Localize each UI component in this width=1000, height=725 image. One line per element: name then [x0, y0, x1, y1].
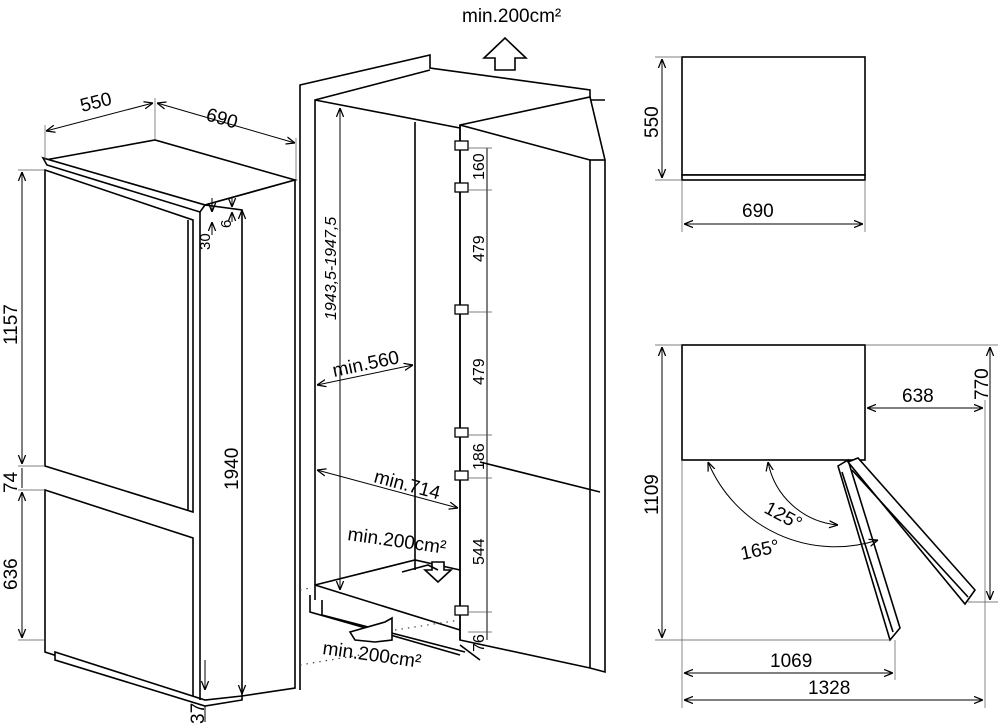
dim-depth: 690 — [204, 105, 240, 134]
dim-top-30: 30 — [197, 233, 214, 250]
top-view: 550 690 — [642, 56, 866, 232]
plan-width-1069: 1069 — [770, 651, 812, 672]
door-open-165 — [846, 457, 977, 606]
dim-min-depth: min.714 — [372, 467, 443, 505]
plan-view: 125° 165° 1109 770 638 1069 1328 — [642, 344, 998, 708]
plan-offset: 638 — [902, 386, 934, 407]
top-view-width: 690 — [742, 201, 774, 222]
dim-top-6: 6 — [218, 220, 235, 228]
hinge-dim-2: 479 — [471, 235, 488, 262]
dim-min-width: min.560 — [331, 347, 401, 382]
plinth — [54, 650, 243, 707]
dim-gap: 74 — [1, 471, 22, 493]
hinge-dim-5: 544 — [471, 538, 488, 565]
vent-in-arrow-icon — [348, 616, 393, 643]
vent-top: min.200cm² — [462, 6, 561, 27]
dim-niche-height: 1943,5-1947,5 — [323, 217, 340, 320]
top-view-depth: 550 — [642, 106, 663, 138]
vent-inner: min.200cm² — [346, 524, 447, 559]
lower-door — [44, 488, 194, 702]
dim-plinth: 37 — [188, 703, 209, 724]
hinge-dim-1: 160 — [471, 153, 488, 180]
fridge-side — [204, 178, 296, 697]
dim-height: 1940 — [222, 448, 243, 490]
angle-165: 165° — [739, 536, 782, 565]
hinge-dim-3: 479 — [471, 358, 488, 385]
dim-width: 550 — [78, 89, 114, 117]
vent-down-arrow-icon — [422, 561, 454, 584]
vent-bottom: min.200cm² — [321, 638, 422, 673]
dim-lower-door: 636 — [1, 558, 22, 590]
plan-width-1328: 1328 — [808, 678, 850, 699]
vent-up-arrow-icon — [482, 36, 528, 71]
upper-door — [44, 168, 194, 514]
plan-total-depth: 1109 — [642, 474, 663, 515]
fridge-isometric-view: 550 690 1157 74 636 1940 37 30 6 — [1, 89, 298, 724]
door-hinges — [454, 140, 469, 616]
niche-view: 160 479 479 186 544 76 1943,5-1947,5 min… — [299, 6, 606, 690]
hinge-dim-4: 186 — [471, 443, 488, 470]
plan-depth-770: 770 — [972, 368, 993, 400]
hinge-dim-6: 76 — [471, 634, 488, 652]
dim-upper-door: 1157 — [1, 304, 22, 345]
